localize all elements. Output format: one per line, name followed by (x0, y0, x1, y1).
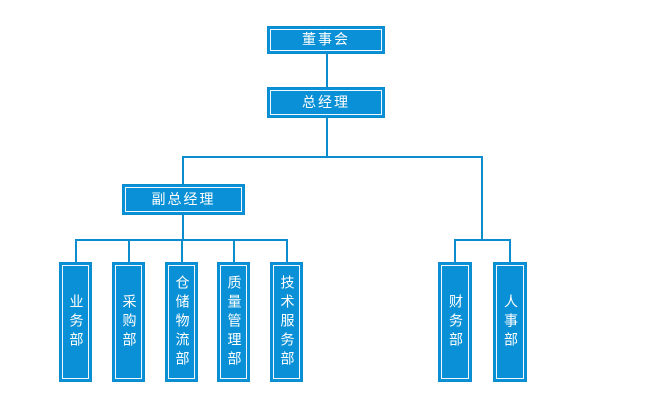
org-node-purchasing-dept-label: 采购部 (120, 293, 137, 351)
org-node-technical-service-dept-label: 技术服务部 (278, 274, 295, 370)
org-node-hr-dept-label: 人事部 (502, 293, 518, 351)
org-node-deputy-general-manager-label: 副总经理 (151, 191, 216, 208)
org-node-quality-management-dept[interactable]: 质量管理部 (217, 262, 250, 382)
connector-drop-business (75, 239, 77, 263)
connector-drop-hr (509, 239, 511, 263)
org-node-finance-dept-label: 财务部 (447, 293, 463, 351)
org-node-warehouse-logistics-dept[interactable]: 仓储物流部 (165, 262, 198, 382)
org-node-business-dept-label: 业务部 (67, 293, 84, 351)
connector-gm-trunk (326, 118, 328, 158)
org-node-technical-service-dept[interactable]: 技术服务部 (270, 262, 303, 382)
connector-drop-purchasing (128, 239, 130, 263)
connector-gm-rail (182, 156, 483, 158)
connector-drop-warehouse (181, 239, 183, 263)
org-node-deputy-general-manager[interactable]: 副总经理 (122, 184, 245, 215)
org-node-quality-management-dept-label: 质量管理部 (225, 274, 242, 370)
org-node-general-manager[interactable]: 总经理 (267, 87, 385, 118)
org-node-general-manager-label: 总经理 (302, 94, 350, 111)
connector-drop-quality (233, 239, 235, 263)
org-node-business-dept[interactable]: 业务部 (59, 262, 92, 382)
connector-right-rail (454, 239, 511, 241)
connector-rail-to-right-group (481, 156, 483, 241)
connector-rail-to-dgm (182, 156, 184, 185)
org-node-warehouse-logistics-dept-label: 仓储物流部 (173, 274, 190, 370)
org-node-hr-dept[interactable]: 人事部 (493, 262, 527, 382)
connector-drop-tech (286, 239, 288, 263)
org-node-purchasing-dept[interactable]: 采购部 (112, 262, 145, 382)
connector-board-to-gm (326, 54, 328, 88)
org-node-board-label: 董事会 (302, 32, 350, 48)
org-node-board[interactable]: 董事会 (267, 26, 385, 54)
org-node-finance-dept[interactable]: 财务部 (438, 262, 472, 382)
connector-drop-finance (454, 239, 456, 263)
connector-dgm-trunk (182, 215, 184, 241)
